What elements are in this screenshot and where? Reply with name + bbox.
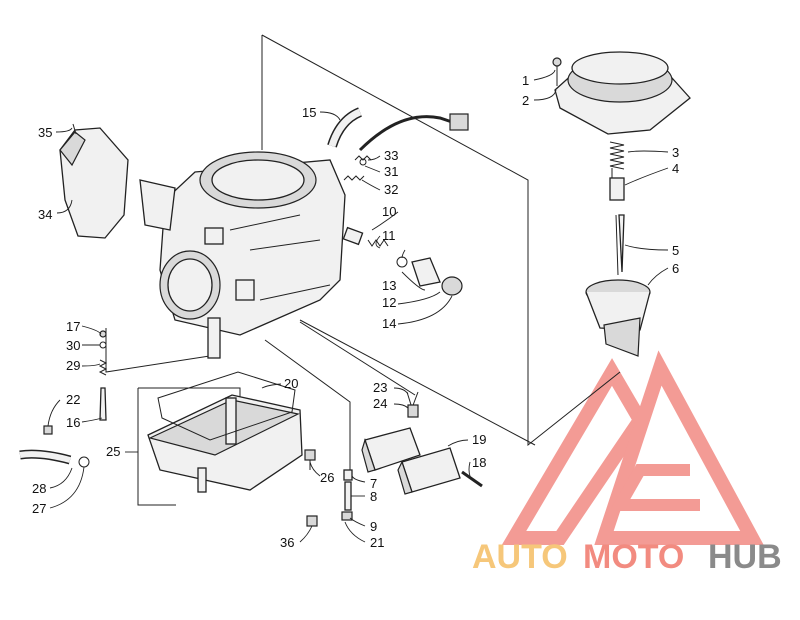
callout-24: 24 [373,396,387,411]
callout-10: 10 [382,204,396,219]
slide-piston [585,279,651,357]
callout-3: 3 [672,145,679,160]
jet-needle [618,214,625,273]
callout-32: 32 [384,182,398,197]
cover-screw [552,57,562,86]
callout-30: 30 [66,338,80,353]
callout-5: 5 [672,243,679,258]
callout-4: 4 [672,161,679,176]
callout-27: 27 [32,501,46,516]
floats [361,427,483,495]
callout-6: 6 [672,261,679,276]
top-cover [554,51,691,135]
leader-lines [47,69,669,543]
bottom-parts [304,391,419,527]
callout-12: 12 [382,295,396,310]
drain-hose [19,449,90,468]
carburetor-body [139,151,346,359]
callout-35: 35 [38,125,52,140]
callout-9: 9 [370,519,377,534]
side-cover [59,127,129,239]
callout-21: 21 [370,535,384,550]
callout-33: 33 [384,148,398,163]
callout-17: 17 [66,319,80,334]
callout-1: 1 [522,73,529,88]
callout-labels: 1 2 3 4 5 6 7 8 9 10 11 12 13 14 15 16 1… [32,73,679,550]
watermark-moto: MOTO [583,538,684,576]
callout-11: 11 [382,228,396,243]
pilot-screw-set [43,330,108,435]
watermark-text: AUTO MOTO HUB [472,538,782,576]
gasket [157,371,296,441]
callout-36: 36 [280,535,294,550]
needle-retainer [609,177,625,201]
callout-20: 20 [284,376,298,391]
callout-28: 28 [32,481,46,496]
spring-32 [343,175,365,181]
watermark-logo-icon [501,350,764,545]
watermark-auto: AUTO [472,538,568,576]
callout-14: 14 [382,316,396,331]
callout-15: 15 [302,105,316,120]
side-cover-screw [72,123,77,135]
float-bowl [147,394,303,493]
callout-29: 29 [66,358,80,373]
callout-18: 18 [472,455,486,470]
callout-19: 19 [472,432,486,447]
callout-31: 31 [384,164,398,179]
callout-25: 25 [106,444,120,459]
o-ring-31 [359,158,367,166]
callout-2: 2 [522,93,529,108]
spring [609,141,625,170]
callout-16: 16 [66,415,80,430]
callout-7: 7 [370,476,377,491]
callout-22: 22 [66,392,80,407]
callout-23: 23 [373,380,387,395]
watermark-hub: HUB [708,538,782,576]
axis-lines [105,34,621,506]
callout-26: 26 [320,470,334,485]
sensor-cable [358,115,453,152]
sensor-connector [449,113,469,131]
callout-13: 13 [382,278,396,293]
callout-34: 34 [38,207,52,222]
callout-8: 8 [370,489,377,504]
choke-plunger [342,226,463,296]
